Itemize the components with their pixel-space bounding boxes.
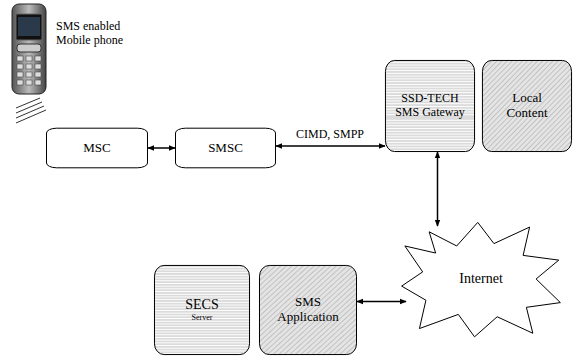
device-label: SMS enabled Mobile phone: [56, 20, 136, 48]
internet-cloud: Internet: [400, 220, 562, 338]
node-text: Local Content: [497, 91, 557, 121]
node-text: SECS: [185, 297, 218, 313]
node-text: SMS Application: [268, 295, 348, 325]
content-box: Local Content: [482, 60, 572, 152]
server-box: SECSServer: [154, 265, 250, 355]
application-box: SMS Application: [259, 265, 357, 355]
node-text: SMSC: [208, 141, 243, 156]
radio-waves: [16, 98, 46, 123]
connector-arrow: [357, 301, 406, 303]
msc-box: MSC: [46, 128, 148, 168]
node-text: MSC: [83, 141, 110, 156]
gateway-box: SSD-TECH SMS Gateway: [385, 60, 475, 152]
mobile-phone: [12, 4, 46, 94]
node-text: Server: [192, 313, 213, 322]
connector-arrow: [276, 145, 385, 147]
node-text: SSD-TECH SMS Gateway: [395, 92, 465, 120]
connector-arrow: [148, 147, 175, 149]
smsc-box: SMSC: [175, 128, 276, 168]
node-text: Internet: [459, 271, 503, 287]
connector-arrow: [437, 152, 439, 226]
protocol-label: CIMD, SMPP: [294, 127, 366, 142]
